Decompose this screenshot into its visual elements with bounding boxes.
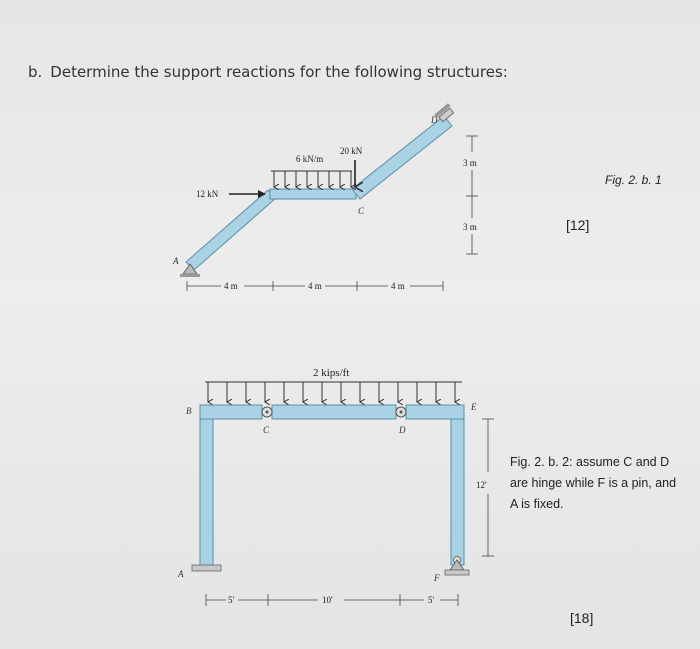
note-line-3: A is fixed. xyxy=(510,497,564,511)
dimension-horizontal-fig2 xyxy=(205,594,459,606)
support-pin-f xyxy=(444,556,470,576)
dimension-vertical-fig2 xyxy=(482,418,494,557)
node-c-fig1: C xyxy=(358,206,365,216)
label-6kn: 6 kN/m xyxy=(296,154,323,164)
question-heading: b. Determine the support reactions for th… xyxy=(28,63,508,81)
node-d-fig1: D xyxy=(430,115,438,125)
node-b-fig2: B xyxy=(186,406,192,416)
node-a-fig1: A xyxy=(172,256,179,266)
distributed-load-6kn xyxy=(271,170,352,187)
note-line-1: Fig. 2. b. 2: assume C and D xyxy=(510,455,670,469)
label-2kips: 2 kips/ft xyxy=(313,367,349,379)
dim-4m-3: 4 m xyxy=(391,281,405,291)
dim-3m-1: 3 m xyxy=(463,158,477,168)
dim-3m-2: 3 m xyxy=(463,222,477,232)
member-horizontal xyxy=(269,188,357,200)
support-fixed-a xyxy=(191,564,222,572)
label-12kn: 12 kN xyxy=(196,189,219,199)
note-line-2: are hinge while F is a pin, and xyxy=(510,476,677,490)
figure-2-note: Fig. 2. b. 2: assume C and D are hinge w… xyxy=(510,452,690,515)
node-a-fig2: A xyxy=(177,569,184,579)
beam-cd xyxy=(271,404,397,420)
dimension-horizontal-fig1 xyxy=(186,281,444,291)
column-ab xyxy=(199,418,214,566)
dim-4m-2: 4 m xyxy=(308,281,322,291)
support-d xyxy=(434,103,455,123)
dimension-vertical-fig1 xyxy=(466,135,478,255)
beam-bc xyxy=(199,404,263,420)
member-inclined-lower xyxy=(185,189,277,271)
dim-12ft: 12' xyxy=(476,480,487,490)
beam-de xyxy=(405,404,465,420)
question-text: Determine the support reactions for the … xyxy=(50,63,508,81)
node-e-fig2: E xyxy=(470,402,477,412)
dim-5ft-2: 5' xyxy=(428,595,435,605)
support-a xyxy=(180,263,200,277)
distributed-load-2kips xyxy=(205,381,462,402)
column-ef xyxy=(450,418,465,566)
figure-1-caption: Fig. 2. b. 1 xyxy=(605,173,662,187)
label-20kn: 20 kN xyxy=(340,146,363,156)
dim-5ft-1: 5' xyxy=(228,595,235,605)
point-load-12kn-arrow xyxy=(229,190,266,198)
hinge-d xyxy=(395,406,407,418)
node-d-fig2: D xyxy=(398,425,406,435)
figure-2: 2 kips/ft B C D E A F xyxy=(177,367,494,606)
dim-10ft: 10' xyxy=(322,595,333,605)
figure-1-marks: [12] xyxy=(566,217,590,233)
node-c-fig2: C xyxy=(263,425,270,435)
dim-4m-1: 4 m xyxy=(224,281,238,291)
member-inclined-upper xyxy=(351,115,453,200)
question-number: b. xyxy=(28,63,43,81)
hinge-c xyxy=(261,406,273,418)
figure-1: 6 kN/m 20 kN 12 kN A C D 4 m 4 m 4 m xyxy=(172,103,478,291)
node-f-fig2: F xyxy=(433,573,440,583)
figure-2-marks: [18] xyxy=(570,610,594,626)
